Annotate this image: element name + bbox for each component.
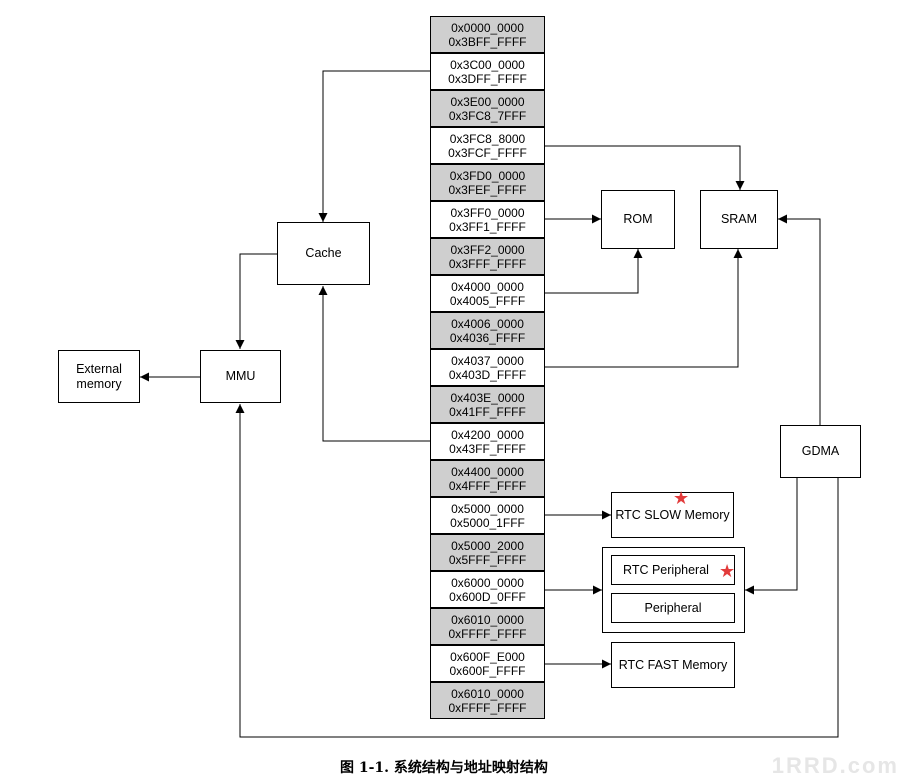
segment-start-address: 0x4400_0000 — [451, 464, 524, 479]
segment-end-address: 0x4005_FFFF — [449, 293, 526, 308]
watermark-logo: 1RRD.com — [771, 753, 899, 778]
mmu-block: MMU — [200, 350, 281, 403]
segment-start-address: 0x3FF2_0000 — [450, 242, 525, 257]
arrow-map-to-sram-top — [545, 145, 745, 190]
peripheral-block: Peripheral — [611, 593, 735, 623]
external-memory-label-line2: memory — [76, 376, 122, 391]
segment-start-address: 0x600F_E000 — [450, 649, 525, 664]
arrow-map-to-rom-lower — [545, 249, 643, 294]
segment-start-address: 0x403E_0000 — [450, 390, 525, 405]
arrow-gdma-to-mmu — [235, 404, 839, 738]
rom-block: ROM — [601, 190, 675, 249]
segment-end-address: 0x41FF_FFFF — [449, 404, 526, 419]
segment-start-address: 0x4037_0000 — [451, 353, 524, 368]
segment-end-address: 0x3BFF_FFFF — [448, 34, 527, 49]
rtc-slow-memory-block: RTC SLOW Memory — [611, 492, 734, 538]
segment-start-address: 0x3C00_0000 — [450, 57, 525, 72]
segment-start-address: 0x3E00_0000 — [450, 94, 525, 109]
segment-start-address: 0x4006_0000 — [451, 316, 524, 331]
segment-end-address: 0x4FFF_FFFF — [448, 478, 527, 493]
segment-start-address: 0x3FD0_0000 — [449, 168, 526, 183]
rom-label: ROM — [623, 212, 653, 226]
segment-start-address: 0x5000_0000 — [451, 501, 524, 516]
rtc-peripheral-block: RTC Peripheral — [611, 555, 735, 585]
cache-block: Cache — [277, 222, 370, 285]
star-icon: ★ — [673, 488, 690, 508]
segment-end-address: 0xFFFF_FFFF — [448, 700, 527, 715]
rtc-fast-memory-label: RTC FAST Memory — [618, 657, 728, 672]
arrow-map-to-sram-lower — [545, 249, 743, 368]
peripheral-label: Peripheral — [644, 600, 702, 615]
sram-block: SRAM — [700, 190, 778, 249]
arrow-gdma-to-sram — [778, 214, 821, 425]
arrow-map-to-cache-lower — [318, 286, 430, 442]
segment-end-address: 0xFFFF_FFFF — [448, 626, 527, 641]
segment-end-address: 0x403D_FFFF — [448, 367, 527, 382]
segment-start-address: 0x6010_0000 — [451, 612, 524, 627]
segment-end-address: 0x3FC8_7FFF — [448, 108, 527, 123]
rtc-fast-memory-block: RTC FAST Memory — [611, 642, 735, 688]
arrow-map-to-cache — [318, 70, 430, 222]
segment-end-address: 0x3FF1_FFFF — [449, 219, 526, 234]
external-memory-block: External memory — [58, 350, 140, 403]
arrow-gdma-to-peripherals — [745, 478, 798, 595]
segment-start-address: 0x6010_0000 — [451, 686, 524, 701]
segment-end-address: 0x4036_FFFF — [449, 330, 526, 345]
figure-caption: 图 1-1. 系统结构与地址映射结构 — [340, 760, 548, 776]
segment-start-address: 0x6000_0000 — [451, 575, 524, 590]
segment-end-address: 0x5FFF_FFFF — [448, 552, 527, 567]
segment-start-address: 0x4200_0000 — [451, 427, 524, 442]
external-memory-label-line1: External — [76, 361, 122, 376]
star-icon: ★ — [719, 561, 736, 581]
segment-end-address: 0x5000_1FFF — [450, 515, 525, 530]
segment-end-address: 0x3FEF_FFFF — [448, 182, 527, 197]
segment-end-address: 0x3DFF_FFFF — [448, 71, 527, 86]
segment-start-address: 0x3FC8_8000 — [449, 131, 526, 146]
segment-end-address: 0x3FFF_FFFF — [448, 256, 527, 271]
segment-start-address: 0x4000_0000 — [451, 279, 524, 294]
segment-end-address: 0x600F_FFFF — [449, 663, 526, 678]
segment-end-address: 0x3FCF_FFFF — [448, 145, 527, 160]
sram-label: SRAM — [720, 212, 758, 226]
segment-start-address: 0x5000_2000 — [451, 538, 524, 553]
segment-end-address: 0x43FF_FFFF — [449, 441, 526, 456]
mmu-label: MMU — [225, 369, 256, 383]
cache-label: Cache — [305, 246, 342, 260]
segment-end-address: 0x600D_0FFF — [449, 589, 526, 604]
rtc-peripheral-label: RTC Peripheral — [623, 562, 709, 577]
gdma-block: GDMA — [780, 425, 861, 478]
arrow-cache-to-mmu — [235, 253, 277, 349]
segment-start-address: 0x3FF0_0000 — [450, 205, 525, 220]
rtc-slow-memory-label: RTC SLOW Memory — [615, 507, 730, 522]
gdma-label: GDMA — [801, 444, 840, 458]
segment-start-address: 0x0000_0000 — [451, 20, 524, 35]
